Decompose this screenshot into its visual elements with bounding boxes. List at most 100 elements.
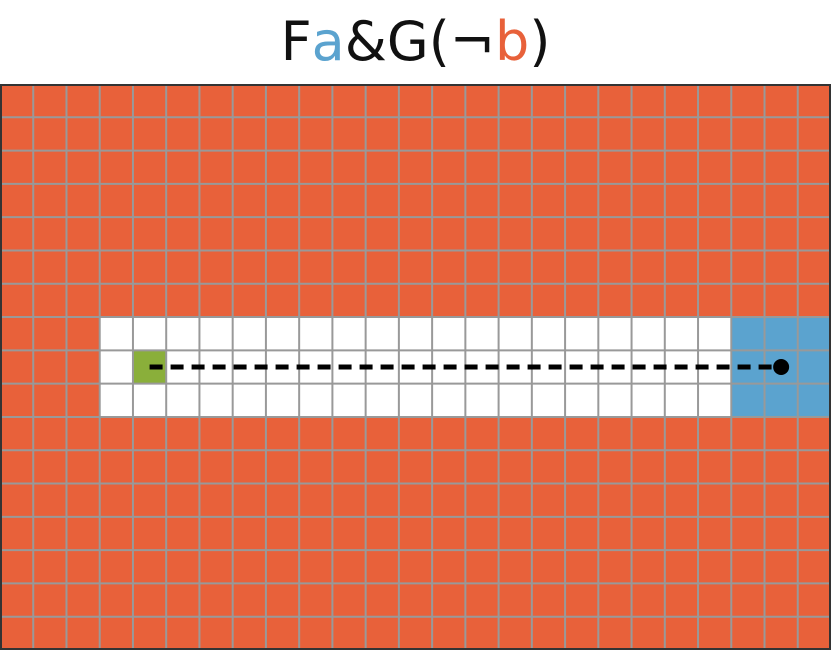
cell-hazard-b: [432, 416, 466, 451]
cell-hazard-b: [498, 416, 532, 451]
cell-hazard-b: [465, 516, 499, 551]
cell-hazard-b: [698, 616, 732, 650]
cell-hazard-b: [365, 583, 399, 617]
cell-free: [664, 383, 699, 417]
cell-hazard-b: [99, 117, 133, 151]
grid-cells: [0, 84, 831, 650]
cell-hazard-b: [664, 583, 699, 617]
cell-hazard-b: [166, 150, 200, 184]
cell-hazard-b: [199, 416, 233, 451]
cell-hazard-b: [797, 283, 831, 318]
cell-hazard-b: [299, 84, 333, 118]
cell-free: [232, 317, 266, 351]
formula-seg-a: a: [311, 10, 345, 73]
cell-hazard-b: [33, 217, 67, 251]
cell-hazard-b: [132, 250, 167, 284]
cell-hazard-b: [66, 483, 100, 517]
cell-hazard-b: [332, 450, 366, 484]
cell-goal-a: [764, 317, 798, 351]
cell-hazard-b: [465, 250, 499, 284]
cell-hazard-b: [498, 150, 532, 184]
cell-hazard-b: [132, 616, 167, 650]
cell-hazard-b: [598, 450, 632, 484]
trajectory-end-dot: [773, 359, 790, 375]
cell-hazard-b: [531, 250, 566, 284]
cell-hazard-b: [66, 150, 100, 184]
cell-hazard-b: [498, 183, 532, 218]
cell-hazard-b: [531, 150, 566, 184]
cell-hazard-b: [166, 616, 200, 650]
cell-hazard-b: [299, 550, 333, 584]
cell-hazard-b: [432, 583, 466, 617]
cell-hazard-b: [99, 183, 133, 218]
cell-hazard-b: [99, 84, 133, 118]
cell-hazard-b: [398, 616, 433, 650]
cell-hazard-b: [99, 550, 133, 584]
cell-hazard-b: [332, 516, 366, 551]
cell-hazard-b: [66, 84, 100, 118]
cell-free: [99, 350, 133, 384]
cell-hazard-b: [664, 250, 699, 284]
cell-hazard-b: [232, 583, 266, 617]
cell-hazard-b: [764, 183, 798, 218]
cell-hazard-b: [99, 250, 133, 284]
cell-hazard-b: [132, 550, 167, 584]
cell-hazard-b: [465, 117, 499, 151]
cell-hazard-b: [66, 283, 100, 318]
cell-hazard-b: [232, 283, 266, 318]
cell-hazard-b: [33, 616, 67, 650]
cell-hazard-b: [698, 516, 732, 551]
cell-hazard-b: [731, 150, 765, 184]
cell-hazard-b: [33, 550, 67, 584]
cell-hazard-b: [33, 317, 67, 351]
cell-hazard-b: [432, 283, 466, 318]
cell-hazard-b: [598, 550, 632, 584]
cell-hazard-b: [0, 250, 34, 284]
cell-hazard-b: [33, 117, 67, 151]
cell-hazard-b: [432, 450, 466, 484]
cell-hazard-b: [565, 117, 599, 151]
cell-hazard-b: [332, 84, 366, 118]
cell-hazard-b: [631, 84, 665, 118]
cell-hazard-b: [0, 550, 34, 584]
cell-hazard-b: [332, 283, 366, 318]
cell-hazard-b: [432, 516, 466, 551]
cell-hazard-b: [565, 550, 599, 584]
cell-hazard-b: [498, 516, 532, 551]
cell-hazard-b: [565, 183, 599, 218]
cell-hazard-b: [332, 416, 366, 451]
cell-free: [332, 317, 366, 351]
cell-hazard-b: [365, 450, 399, 484]
cell-free: [598, 317, 632, 351]
cell-hazard-b: [365, 416, 399, 451]
cell-hazard-b: [731, 583, 765, 617]
cell-hazard-b: [432, 117, 466, 151]
cell-hazard-b: [132, 117, 167, 151]
cell-hazard-b: [664, 84, 699, 118]
cell-hazard-b: [265, 416, 300, 451]
cell-hazard-b: [764, 483, 798, 517]
cell-hazard-b: [664, 550, 699, 584]
cell-hazard-b: [731, 416, 765, 451]
cell-hazard-b: [498, 550, 532, 584]
cell-hazard-b: [299, 450, 333, 484]
cell-hazard-b: [365, 117, 399, 151]
cell-hazard-b: [631, 250, 665, 284]
cell-hazard-b: [232, 416, 266, 451]
cell-hazard-b: [631, 516, 665, 551]
cell-hazard-b: [498, 583, 532, 617]
cell-hazard-b: [465, 583, 499, 617]
cell-hazard-b: [531, 217, 566, 251]
cell-hazard-b: [698, 117, 732, 151]
cell-hazard-b: [565, 217, 599, 251]
cell-hazard-b: [631, 183, 665, 218]
cell-hazard-b: [199, 583, 233, 617]
cell-hazard-b: [66, 183, 100, 218]
cell-hazard-b: [398, 150, 433, 184]
cell-hazard-b: [598, 183, 632, 218]
cell-hazard-b: [631, 450, 665, 484]
cell-hazard-b: [166, 217, 200, 251]
cell-hazard-b: [631, 416, 665, 451]
cell-hazard-b: [365, 483, 399, 517]
cell-hazard-b: [0, 616, 34, 650]
